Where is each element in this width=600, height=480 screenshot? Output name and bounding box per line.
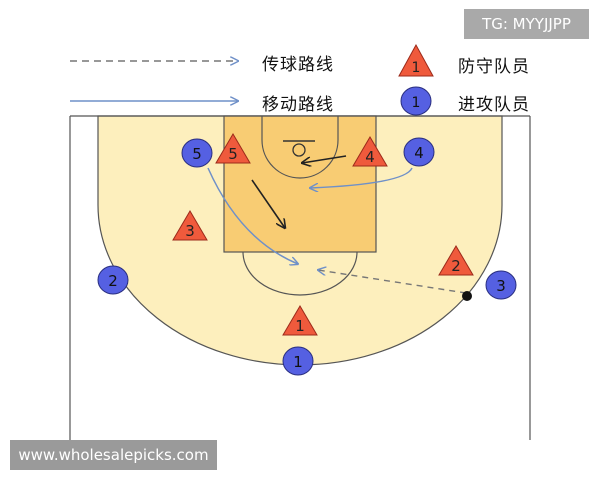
watermark-url-bottom: www.wholesalepicks.com — [10, 440, 217, 470]
legend-attacker-number: 1 — [412, 95, 421, 111]
attacker-5: 5 — [181, 138, 213, 168]
free-throw-circle — [242, 251, 358, 296]
paint-area — [223, 115, 377, 253]
legend-defender-icon: 1 — [398, 43, 434, 77]
attacker-4-number: 4 — [414, 144, 424, 162]
defender-2: 2 — [438, 245, 474, 276]
attacker-1-number: 1 — [293, 353, 303, 371]
attacker-5-number: 5 — [192, 145, 202, 163]
legend-defender-number: 1 — [412, 60, 421, 76]
ball — [462, 291, 472, 301]
legend-attacker-label: 进攻队员 — [458, 95, 530, 115]
defender-1-number: 1 — [295, 317, 305, 335]
legend-move-label: 移动路线 — [262, 95, 334, 115]
attacker-3-number: 3 — [496, 277, 506, 295]
attacker-4: 4 — [403, 137, 435, 167]
defender-5: 5 — [215, 133, 251, 164]
restricted-arc — [261, 116, 339, 179]
defender-4: 4 — [352, 136, 388, 167]
watermark-tag-top: TG: MYYJJPP — [464, 9, 589, 39]
attacker-1: 1 — [282, 346, 314, 376]
basket — [292, 143, 306, 157]
defender-1: 1 — [282, 305, 318, 336]
move-route-player-5 — [207, 167, 298, 264]
legend-pass-label: 传球路线 — [262, 55, 334, 75]
legend-attacker-icon: 1 — [400, 86, 432, 116]
pass-route-player-3 — [318, 270, 467, 294]
defender-3-number: 3 — [185, 222, 195, 240]
defender-4-move-arrow — [302, 155, 347, 163]
attacker-2: 2 — [97, 265, 129, 295]
defender-2-number: 2 — [451, 257, 461, 275]
defender-3: 3 — [172, 210, 208, 241]
defender-4-number: 4 — [365, 148, 375, 166]
half-court — [69, 115, 531, 440]
legend-defender-label: 防守队员 — [458, 57, 530, 77]
move-route-player-4 — [310, 167, 413, 188]
defender-5-move-arrow — [251, 179, 285, 228]
defender-5-number: 5 — [228, 145, 238, 163]
attacker-3: 3 — [485, 270, 517, 300]
attacker-2-number: 2 — [108, 272, 118, 290]
